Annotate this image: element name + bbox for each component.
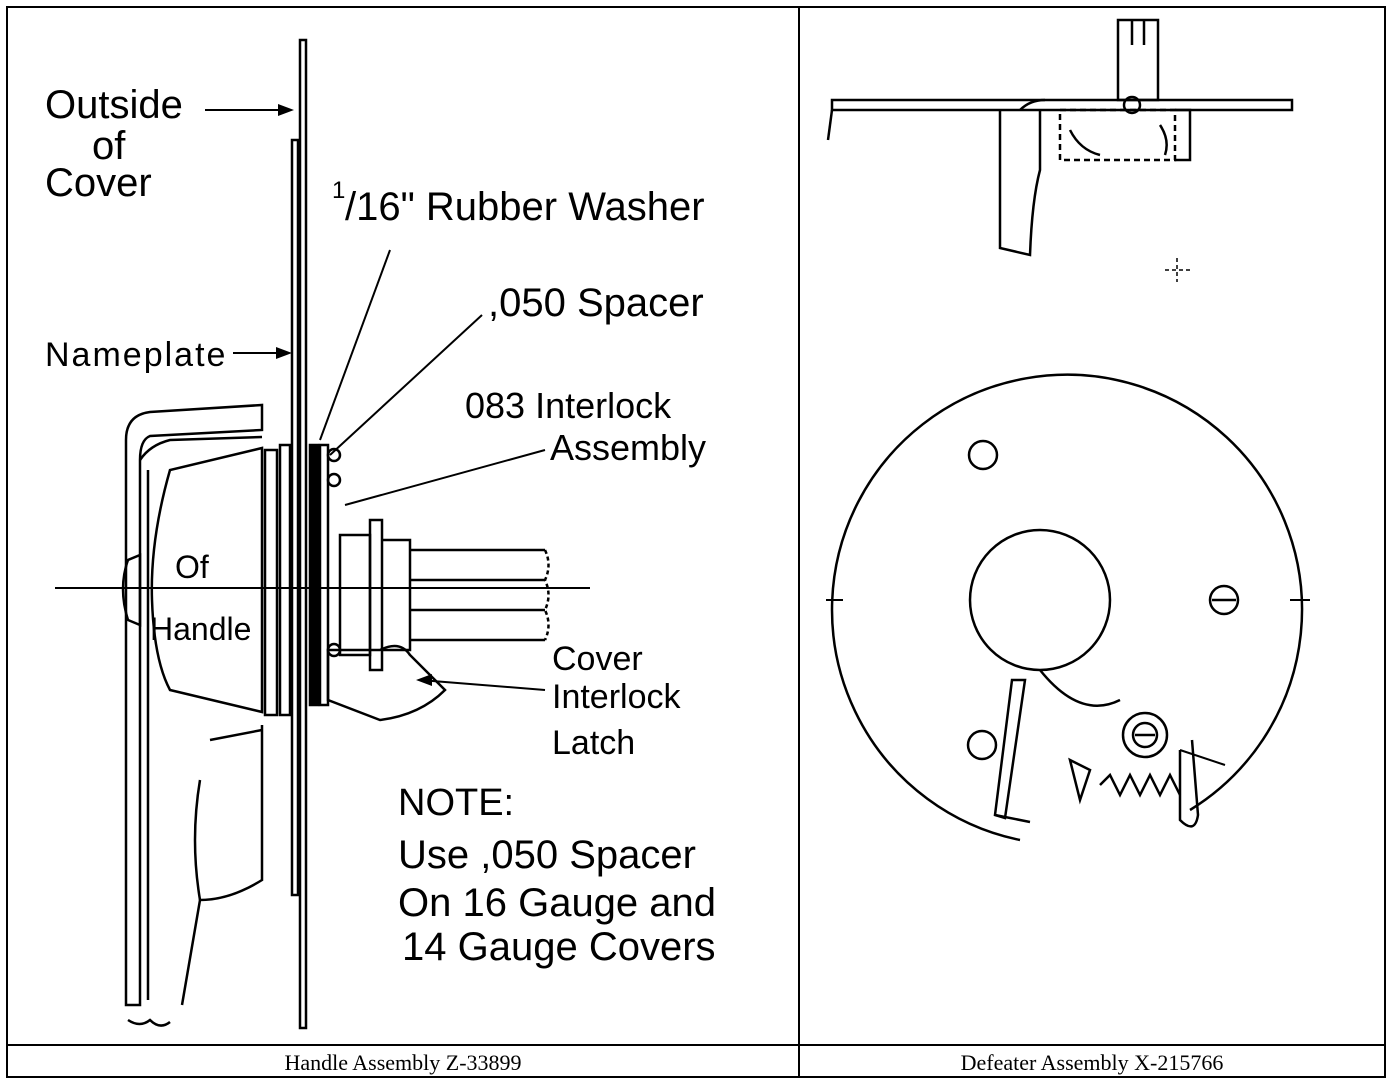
label-rubber-washer: /16" Rubber Washer (345, 185, 705, 229)
caption-defeater-assembly: Defeater Assembly X-215766 (960, 1049, 1224, 1075)
row-divider (6, 1044, 1386, 1046)
note-title: NOTE: (398, 782, 514, 824)
caption-handle-assembly: Handle Assembly Z-33899 (284, 1049, 522, 1075)
label-cover-latch-line1: Cover (552, 640, 643, 678)
handle-assembly-labels: Outside of Cover 1 /16" Rubber Washer ,0… (45, 83, 716, 969)
label-spacer: ,050 Spacer (488, 281, 704, 325)
label-outside-line2: of (92, 124, 126, 168)
column-divider (798, 6, 800, 1078)
label-interlock-line1: 083 Interlock (465, 385, 672, 426)
defeater-front-view (826, 373, 1310, 842)
note-line2: On 16 Gauge and (398, 881, 716, 925)
label-outside-line1: Outside (45, 83, 183, 127)
label-cover-latch-line2: Interlock (552, 678, 681, 716)
note-line3: 14 Gauge Covers (402, 925, 716, 969)
label-handle-line2: Handle (150, 611, 251, 647)
label-outside-line3: Cover (45, 161, 152, 205)
note-line1: Use ,050 Spacer (398, 833, 696, 877)
label-nameplate: Nameplate (45, 336, 227, 374)
label-washer-superscript: 1 (332, 177, 345, 204)
label-interlock-line2: Assembly (550, 427, 706, 468)
table-frame (6, 6, 1386, 1078)
handle-assembly-drawing (55, 38, 590, 1030)
label-cover-latch-line3: Latch (552, 724, 635, 762)
label-handle-line1: Of (175, 549, 209, 585)
defeater-top-view (826, 18, 1294, 282)
